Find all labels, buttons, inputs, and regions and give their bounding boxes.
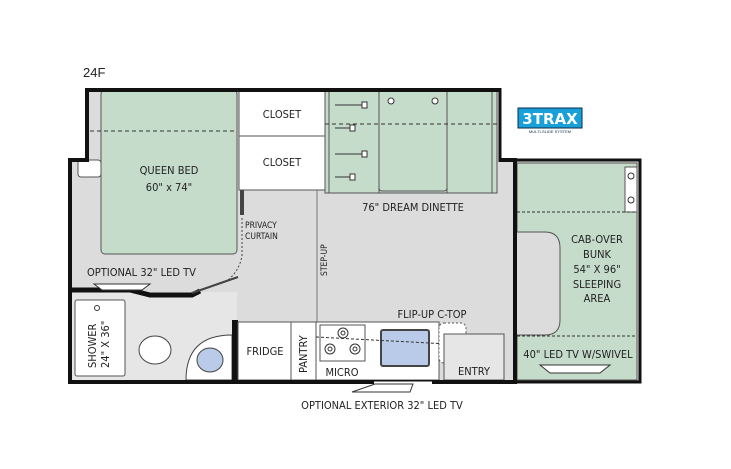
svg-text:3TRAX: 3TRAX: [522, 110, 578, 128]
cab-light-icon: [627, 172, 635, 180]
flip-up-label: FLIP-UP C-TOP: [397, 308, 466, 321]
toilet-icon: [138, 335, 172, 365]
pantry: [290, 321, 317, 381]
shower-drain-icon: [94, 305, 100, 311]
shower-label: SHOWER: [86, 323, 99, 368]
fridge-label: FRIDGE: [246, 345, 283, 358]
svg-text:54" X 96": 54" X 96": [573, 263, 620, 276]
step-up-label: STEP-UP: [320, 244, 330, 276]
cab-over-bunk: [516, 162, 638, 381]
entry-label: ENTRY: [458, 365, 491, 378]
cab-over-label: CAB-OVER BUNK 54" X 96" SLEEPING AREA: [571, 233, 623, 305]
cab-light-icon: [627, 196, 635, 204]
bedroom-tv-icon: [92, 283, 152, 291]
dinette-seatbelts: [335, 97, 439, 181]
queen-bed-size: 60" x 74": [146, 181, 192, 194]
burner-icons: [324, 327, 361, 355]
nightstand: [77, 159, 102, 178]
bath-wall: [232, 320, 238, 382]
model-label: 24F: [83, 65, 105, 80]
bathroom-door: [191, 276, 239, 294]
closet-1-label: CLOSET: [263, 108, 302, 121]
fridge: [237, 321, 292, 381]
svg-text:SLEEPING: SLEEPING: [573, 278, 621, 291]
micro-label: MICRO: [325, 366, 358, 379]
svg-text:AREA: AREA: [584, 292, 611, 305]
privacy-curtain-label: PRIVACY: [245, 221, 277, 231]
shower-size: 24" X 36": [99, 321, 112, 368]
privacy-curtain-label: CURTAIN: [245, 232, 278, 242]
cab-tv-label: 40" LED TV W/SWIVEL: [523, 348, 633, 361]
shower: [74, 299, 126, 377]
kitchen-sink-icon: [380, 329, 430, 367]
cab-tv-icon: [538, 364, 612, 374]
optional-tv-label: OPTIONAL 32" LED TV: [87, 266, 196, 279]
dinette-table: [378, 89, 448, 192]
entry-step: [443, 333, 505, 381]
curtain-path: [227, 218, 243, 281]
closet-2-label: CLOSET: [263, 156, 302, 169]
dinette-label: 76" DREAM DINETTE: [362, 201, 464, 214]
exterior-tv-icon: [351, 383, 414, 393]
svg-text:CAB-OVER: CAB-OVER: [571, 233, 623, 246]
cab-wall: [515, 158, 642, 384]
closet-2: [238, 135, 326, 191]
pantry-label: PANTRY: [297, 334, 310, 373]
exterior-tv-label: OPTIONAL EXTERIOR 32" LED TV: [301, 399, 463, 412]
privacy-curtain-rail: [240, 190, 244, 215]
bath-sink-icon: [196, 347, 224, 373]
svg-text:MULTI-SLIDE SYSTEM: MULTI-SLIDE SYSTEM: [529, 129, 571, 134]
3trax-logo: 3TRAX MULTI-SLIDE SYSTEM: [517, 107, 583, 134]
svg-text:BUNK: BUNK: [583, 248, 611, 261]
exterior-wall: [68, 88, 517, 384]
queen-bed-label: QUEEN BED: [140, 164, 199, 177]
